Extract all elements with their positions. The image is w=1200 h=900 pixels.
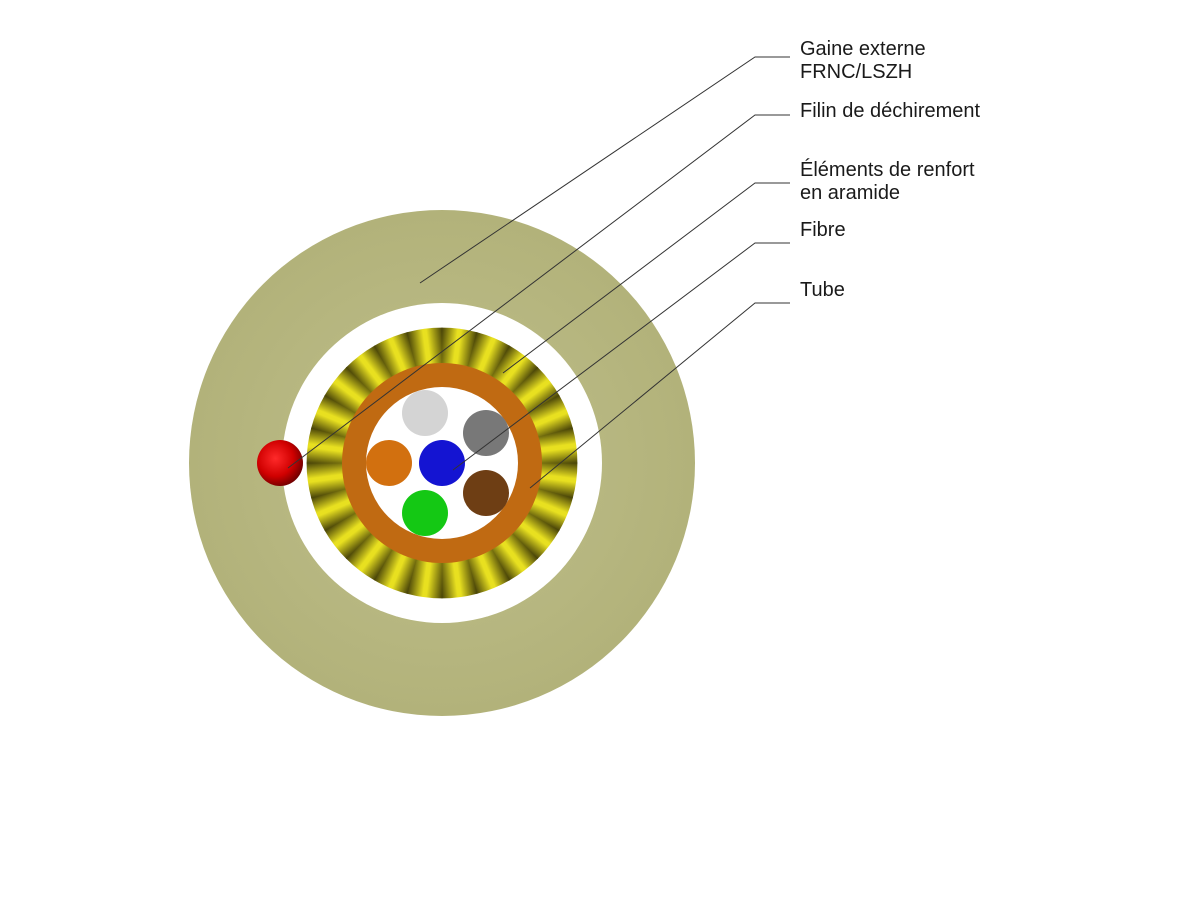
label-outer-jacket: Gaine externe FRNC/LSZH [800,38,931,83]
callout-labels: Gaine externe FRNC/LSZH Filin de déchire… [800,38,981,301]
fiber-orange [366,440,412,486]
label-aramid: Éléments de renfort en aramide [800,158,980,204]
leader-aramid [502,182,790,374]
leader-tube [529,302,790,489]
aramid-strength-members [306,327,578,599]
label-ripcord: Filin de déchirement [800,100,981,122]
fiber-blue [419,440,465,486]
leader-outer-jacket [419,56,790,284]
fiber-grey [463,410,509,456]
fiber-brown [463,470,509,516]
fiber-white [402,390,448,436]
fiber-green [402,490,448,536]
leader-lines [287,56,790,489]
fibers-group [366,390,509,536]
label-fibre: Fibre [800,219,846,241]
ripcord [257,440,303,486]
leader-fibre [452,242,790,471]
leader-ripcord [287,114,790,469]
label-tube: Tube [800,279,845,301]
